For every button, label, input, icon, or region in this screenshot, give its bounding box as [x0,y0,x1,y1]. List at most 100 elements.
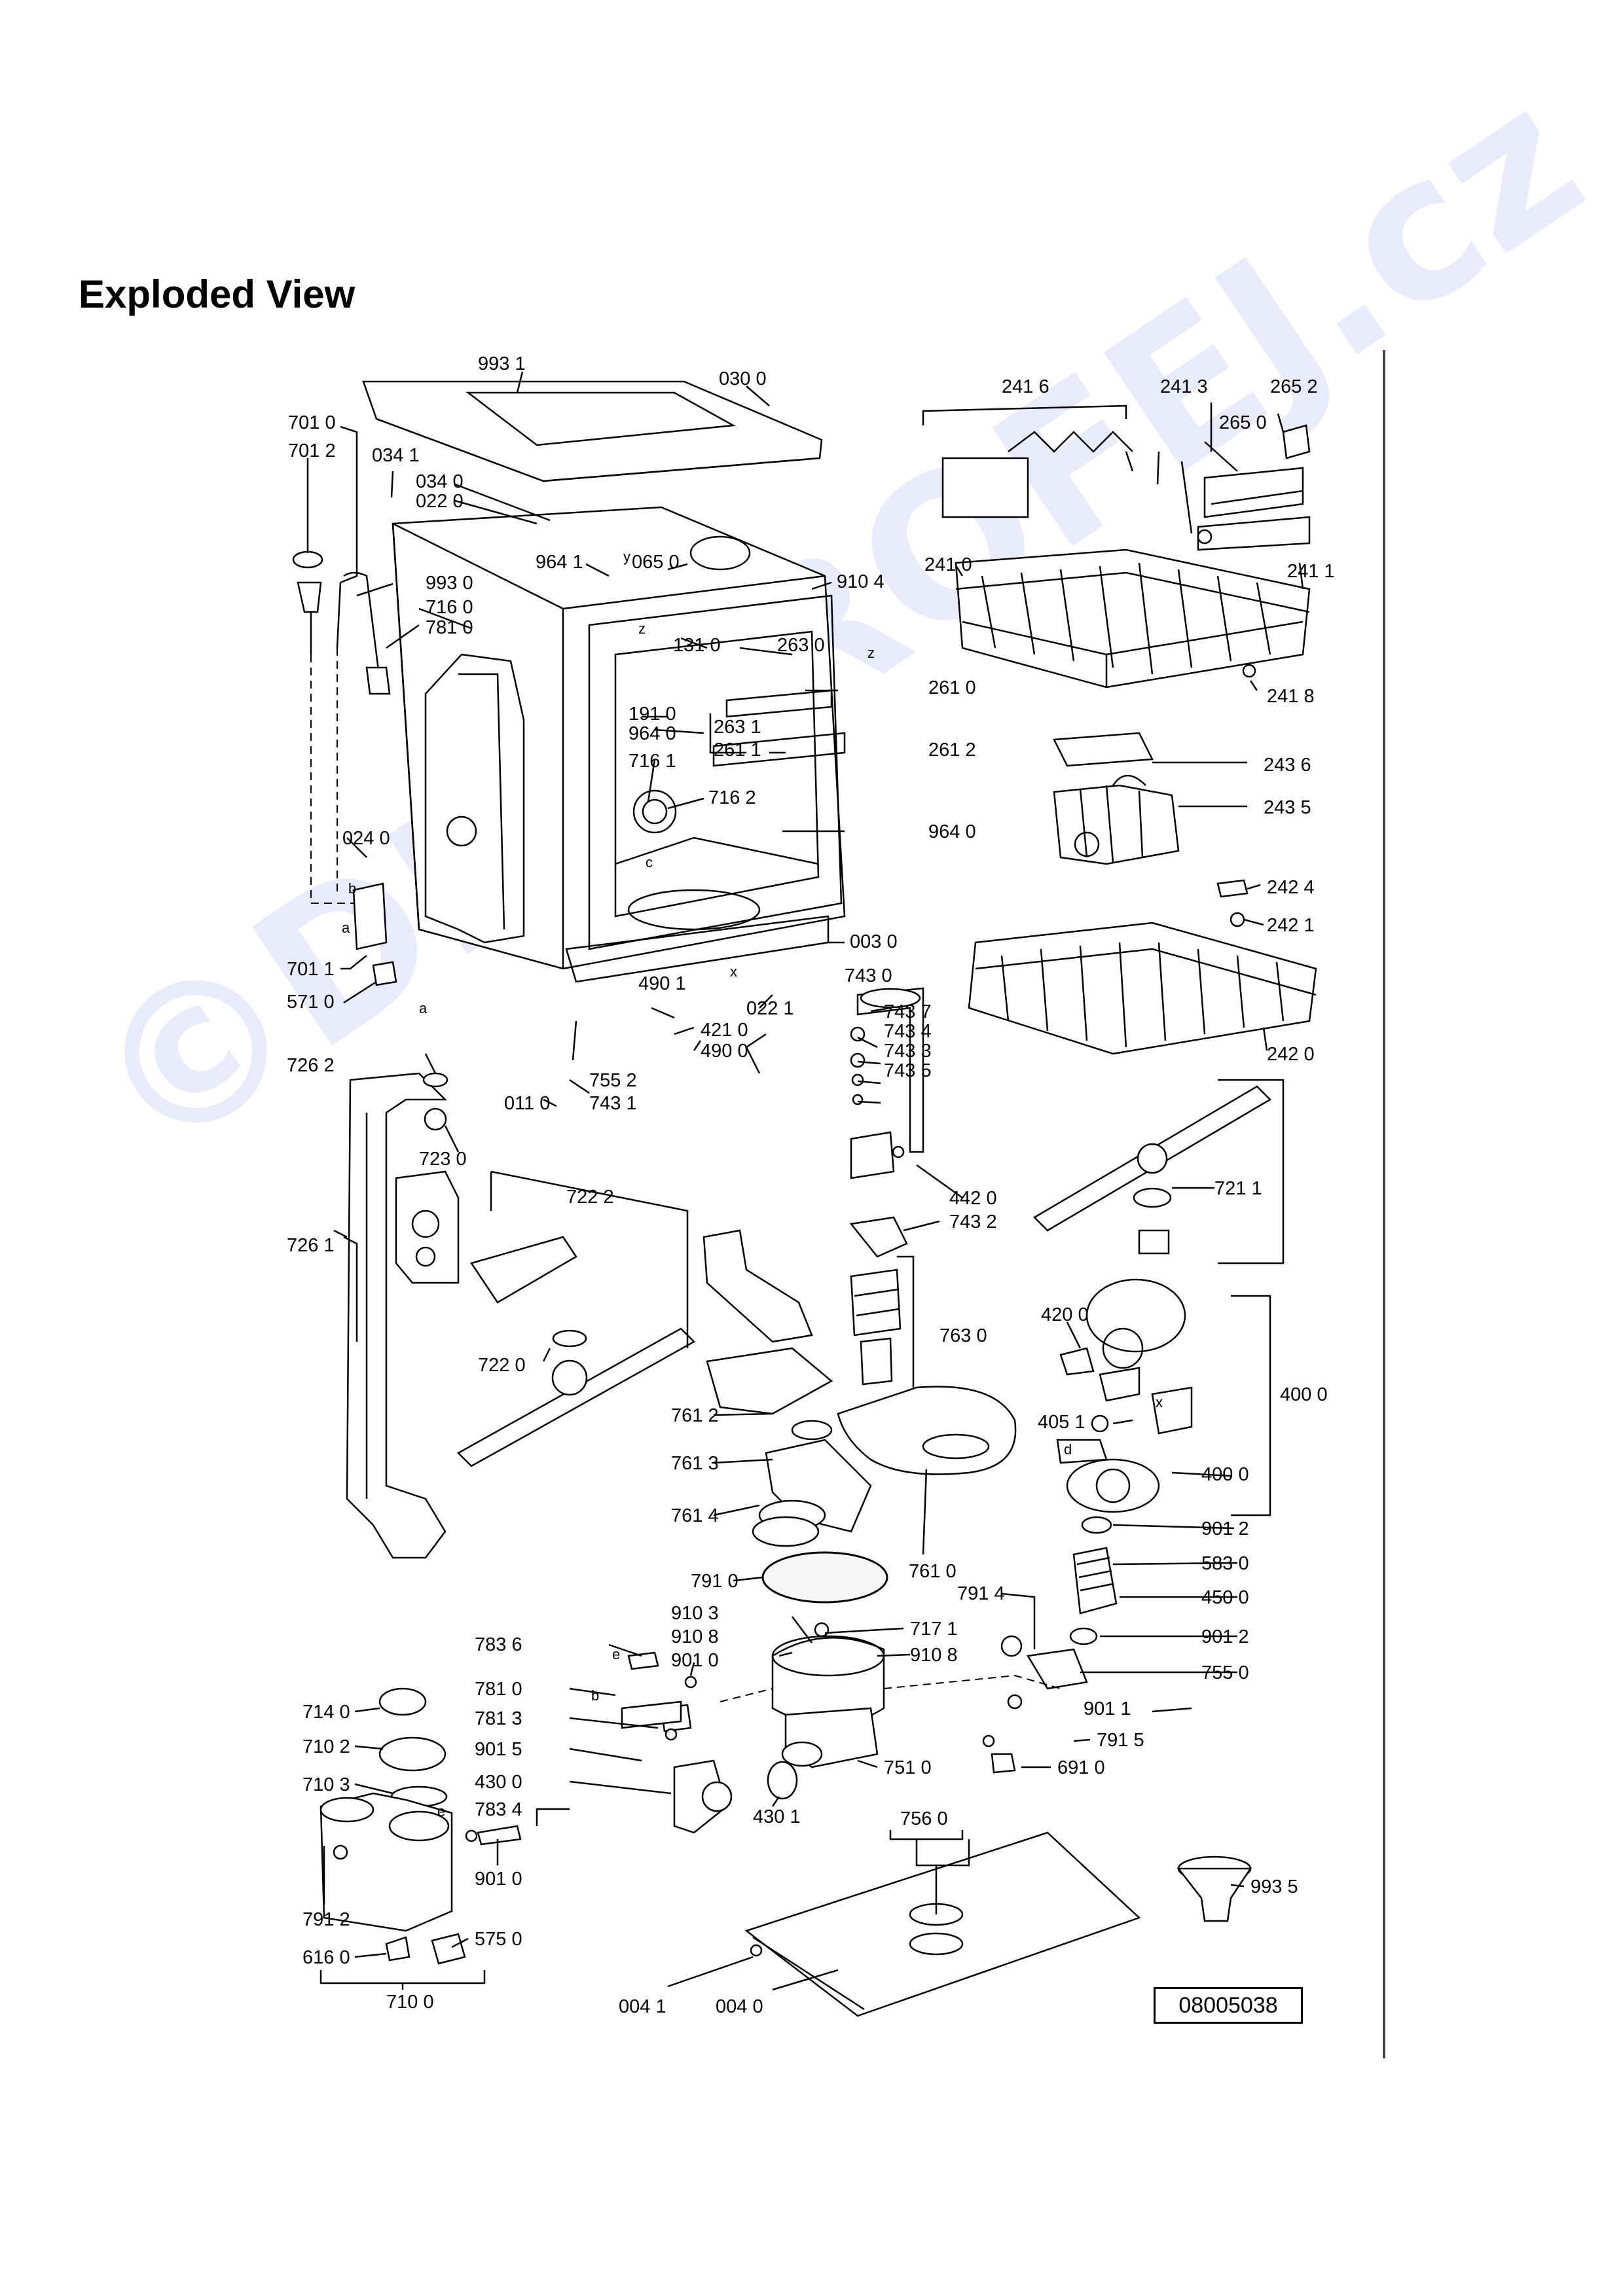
callout-0221: 022 1 [746,998,794,1019]
callout-7230: 723 0 [419,1149,467,1170]
callout-7100: 710 0 [386,1992,434,2013]
callout-7102: 710 2 [302,1736,350,1757]
callout-6910: 691 0 [1057,1757,1105,1778]
callout-9103: 910 3 [671,1603,719,1624]
callout-5830: 583 0 [1201,1553,1249,1574]
callout-4301: 430 1 [753,1806,801,1827]
top-cover [362,380,823,482]
letter-y: y [623,548,630,565]
callout-7510: 751 0 [884,1757,932,1778]
callout-9935: 993 5 [1250,1876,1298,1897]
upper-basket [955,548,1311,689]
callout-6160: 616 0 [302,1947,350,1968]
callout-1910: 191 0 [629,704,676,725]
letter-e1: e [612,1646,620,1662]
sump-lid [752,1516,888,1604]
callout-7140: 714 0 [302,1702,350,1723]
callout-7612: 761 2 [671,1405,719,1426]
callout-5710: 571 0 [287,992,335,1013]
callout-7915: 791 5 [1097,1730,1144,1751]
callout-2611: 261 1 [714,740,761,761]
callout-7614: 761 4 [671,1505,719,1526]
callout-9641: 964 1 [536,552,583,573]
callout-2411: 241 1 [1287,561,1335,582]
callout-4900: 490 0 [701,1041,748,1062]
callout-7220: 722 0 [478,1355,526,1376]
callout-7914: 791 4 [957,1583,1005,1604]
callout-0110: 011 0 [504,1093,550,1114]
callout-2420: 242 0 [1267,1044,1315,1065]
callout-7813: 781 3 [475,1708,522,1729]
callout-labels: 993 1 030 0 701 0 701 2 034 1 034 0 022 … [287,353,1335,2017]
tube-manifold [395,1170,460,1284]
callout-4420: 442 0 [949,1188,997,1209]
callout-7010: 701 0 [288,412,336,433]
callout-9010b: 901 0 [475,1869,522,1890]
salt-funnel [1176,1856,1252,1922]
circulation-pump [1056,1278,1271,1516]
callout-0041: 004 1 [619,1996,666,2017]
callout-7550: 755 0 [1201,1662,1249,1683]
callout-9011: 901 1 [1084,1698,1131,1719]
water-softener [319,1687,486,1984]
callout-9012a: 901 2 [1201,1518,1249,1539]
door-hinge-assembly [292,550,397,986]
letter-x1: x [730,963,737,980]
cutlery-basket [1053,732,1180,865]
callout-4901: 490 1 [638,973,686,994]
letter-z1: z [638,620,646,637]
right-margin-rule [1383,350,1385,2058]
callout-9015: 901 5 [475,1739,522,1760]
callout-4500: 450 0 [1201,1587,1249,1608]
callout-7262: 726 2 [287,1055,335,1076]
callout-7560: 756 0 [900,1808,948,1829]
callout-2424: 242 4 [1267,877,1315,898]
callout-9010a: 901 0 [671,1650,719,1671]
circulation-duct [346,1072,448,1559]
callout-1310: 131 0 [673,635,721,656]
callout-0030: 003 0 [850,931,898,952]
drain-pipe-hoses [982,1516,1118,1774]
callout-2631: 263 1 [714,717,761,738]
callout-2612: 261 2 [928,740,976,761]
callout-2410: 241 0 [924,554,972,575]
letter-z2: z [867,645,875,661]
callout-7834: 783 4 [475,1799,522,1820]
callout-4300: 430 0 [475,1772,522,1793]
callout-0240: 024 0 [342,828,390,849]
leader-lines [306,371,1304,1991]
callout-7433: 743 3 [884,1041,932,1062]
callout-9640b: 964 0 [928,821,976,842]
callout-7630: 763 0 [939,1325,987,1346]
callout-7434: 743 4 [884,1021,932,1042]
callout-7162: 716 2 [708,787,756,808]
callout-7610: 761 0 [909,1561,957,1582]
letter-d: d [1064,1441,1072,1458]
callout-7912: 791 2 [302,1909,350,1930]
callout-2436: 243 6 [1264,755,1311,776]
callout-9931: 993 1 [478,353,526,374]
callout-7171: 717 1 [910,1619,958,1640]
callout-2610: 261 0 [928,677,976,698]
callout-2418: 241 8 [1267,686,1315,707]
callout-4210: 421 0 [701,1020,748,1041]
feed-pipe [702,1229,872,1533]
upper-spray-arm [1032,1079,1285,1265]
drawing-number-box: 08005038 [1154,1987,1303,2024]
connection-letters: a a b b c d e e x x y z z [342,548,1163,1820]
callout-4000a: 400 0 [1280,1384,1328,1405]
lower-spray-arm [456,1170,696,1467]
callout-9640a: 964 0 [629,723,676,744]
callout-2650: 265 0 [1219,412,1267,433]
letter-c: c [646,854,653,870]
letter-a2: a [419,1000,428,1016]
callout-7910: 791 0 [691,1571,739,1592]
callout-7810b: 781 0 [475,1679,522,1700]
callout-7012: 701 2 [288,440,336,461]
letter-a1: a [342,920,350,936]
callout-7161: 716 1 [629,751,676,772]
letter-b1: b [348,880,356,897]
callout-7836: 783 6 [475,1634,522,1655]
base-plate [744,1831,1141,2017]
